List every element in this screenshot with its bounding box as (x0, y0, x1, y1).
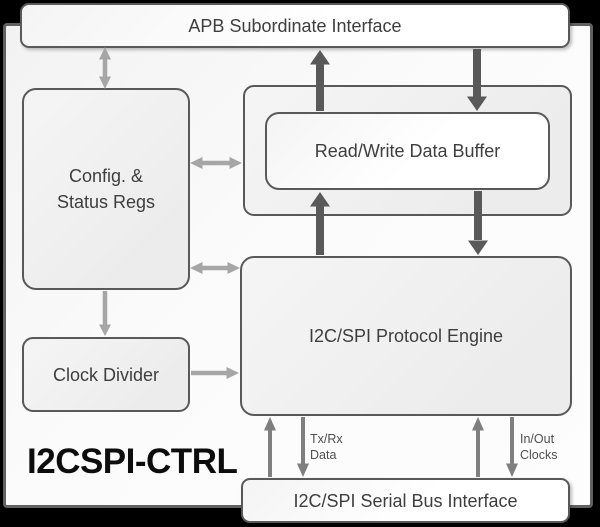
block-label-clock-divider: Clock Divider (52, 364, 160, 385)
edge-label-txrx-line2: Data (310, 447, 337, 462)
edge-label-txrx-line1: Tx/Rx (310, 432, 343, 446)
edge-label-inout-clocks: In/Out Clocks (520, 432, 558, 463)
block-apb-subordinate-interface: APB Subordinate Interface (20, 3, 570, 48)
module-title: I2CSPI-CTRL (27, 442, 238, 481)
block-label-buffer: Read/Write Data Buffer (314, 141, 501, 161)
block-read-write-data-buffer: Read/Write Data Buffer (265, 112, 550, 190)
block-label-engine: I2C/SPI Protocol Engine (308, 326, 504, 346)
block-config-status-regs: Config. & Status Regs (22, 88, 190, 290)
block-label-apb: APB Subordinate Interface (188, 15, 402, 36)
edge-label-inout-line2: Clocks (520, 447, 558, 462)
block-serial-bus-interface: I2C/SPI Serial Bus Interface (241, 478, 570, 523)
block-label-serial: I2C/SPI Serial Bus Interface (293, 490, 518, 511)
block-clock-divider: Clock Divider (22, 337, 190, 412)
block-label-config-line2: Status Regs (56, 192, 156, 212)
edge-label-inout-line1: In/Out (520, 432, 555, 446)
edge-label-txrx-data: Tx/Rx Data (310, 432, 343, 463)
block-label-config-line1: Config. & (68, 166, 144, 186)
block-protocol-engine: I2C/SPI Protocol Engine (240, 256, 572, 416)
